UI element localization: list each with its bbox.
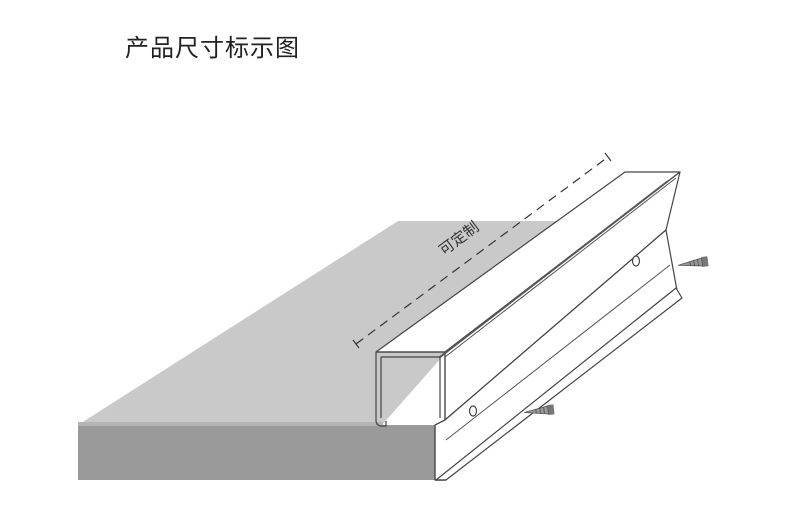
mounting-hole	[631, 255, 641, 267]
profile-section-hook	[375, 419, 387, 427]
edge-profile	[375, 171, 683, 481]
profile-edge-line	[444, 177, 677, 358]
page-title: 产品尺寸标示图	[125, 34, 300, 62]
dimension-end-tick	[352, 339, 360, 349]
slab-front-face	[78, 425, 435, 480]
dimension-end-tick	[604, 152, 612, 162]
mounting-holes	[468, 255, 641, 417]
slab-top-surface	[78, 221, 562, 425]
countertop-slab	[78, 221, 562, 480]
mounting-hole	[468, 405, 478, 417]
profile-section-inner	[380, 356, 441, 418]
dimension-dashed-line	[355, 156, 609, 345]
slab-front-highlight	[78, 422, 384, 426]
profile-flange-line	[445, 264, 671, 441]
profile-details	[439, 177, 677, 441]
profile-groove-line	[439, 180, 669, 358]
screw-icon	[524, 404, 555, 415]
profile-section	[375, 351, 446, 481]
screw-icon	[678, 256, 709, 267]
